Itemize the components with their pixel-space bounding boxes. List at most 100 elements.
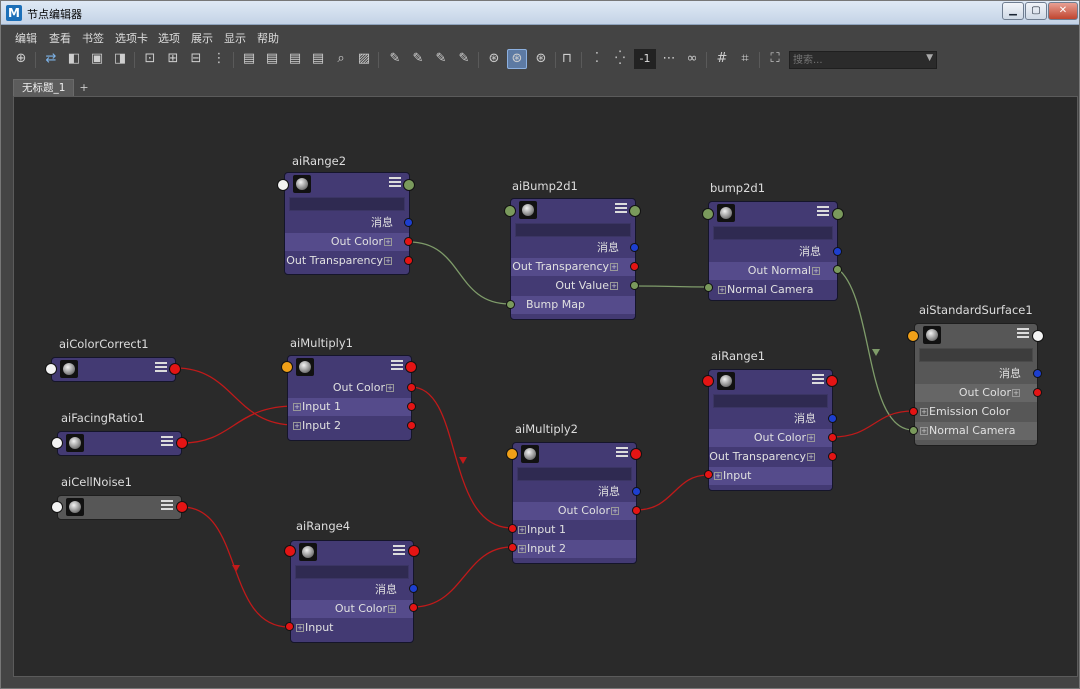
attr-input[interactable]: +Input xyxy=(709,467,832,485)
expand-icon[interactable]: + xyxy=(388,605,396,613)
attr-input[interactable]: +Input xyxy=(291,619,413,637)
port-message[interactable] xyxy=(630,243,639,252)
attr-out-normal[interactable]: Out Normal+ xyxy=(709,262,837,280)
attr-message[interactable]: 消息 xyxy=(999,367,1021,380)
node-name-field[interactable] xyxy=(517,467,632,481)
attr-out-color[interactable]: Out Color+ xyxy=(285,233,409,251)
attr-message[interactable]: 消息 xyxy=(799,245,821,258)
attr-out-color[interactable]: Out Color+ xyxy=(709,429,832,447)
pin-toggle-icon[interactable]: ✎ xyxy=(458,51,470,66)
node-body[interactable]: 消息 Out Color+ +Emission Color +Normal Ca… xyxy=(914,323,1038,446)
output-port[interactable] xyxy=(176,437,188,449)
input-port[interactable] xyxy=(51,437,63,449)
node-body[interactable] xyxy=(57,431,182,456)
network-icon[interactable]: ⊛ xyxy=(535,51,547,66)
maximize-button[interactable]: ▢ xyxy=(1025,2,1047,20)
search-input[interactable] xyxy=(793,53,913,67)
node-menu-icon[interactable] xyxy=(1017,328,1029,339)
port-input[interactable] xyxy=(704,470,713,479)
expand-icon[interactable]: + xyxy=(718,286,726,294)
pin-selected-icon[interactable]: ✎ xyxy=(389,51,401,66)
expand-icon[interactable]: + xyxy=(610,282,618,290)
attr-out-color[interactable]: Out Color+ xyxy=(915,384,1037,402)
node-menu-icon[interactable] xyxy=(161,500,173,511)
menu-options[interactable]: 选项 xyxy=(158,32,180,45)
expand-icon[interactable]: + xyxy=(1012,389,1020,397)
attr-emission-color[interactable]: +Emission Color xyxy=(915,403,1037,421)
graph-up-icon[interactable]: ⋯ xyxy=(662,51,676,66)
expand-icon[interactable]: + xyxy=(384,257,392,265)
port-message[interactable] xyxy=(828,414,837,423)
attr-input-2[interactable]: +Input 2 xyxy=(513,540,636,558)
attr-out-color[interactable]: Out Color+ xyxy=(291,600,413,618)
attr-bump-map[interactable]: Bump Map xyxy=(511,296,635,314)
custom-mode-icon[interactable]: ▤ xyxy=(311,51,325,66)
output-port[interactable] xyxy=(630,448,642,460)
arrange-graph-icon[interactable]: ⊞ xyxy=(167,51,179,66)
attr-out-transparency[interactable]: Out Transparency+ xyxy=(285,252,409,270)
input-output-connections-icon[interactable]: ⇄ xyxy=(45,51,57,66)
full-mode-icon[interactable]: ▤ xyxy=(288,51,302,66)
nodes-icon[interactable]: ⛶ xyxy=(770,51,780,66)
output-port[interactable] xyxy=(403,179,415,191)
menu-tabs[interactable]: 选项卡 xyxy=(115,32,148,45)
expand-icon[interactable]: + xyxy=(807,453,815,461)
grid-icon[interactable]: # xyxy=(716,51,728,66)
menu-view[interactable]: 查看 xyxy=(49,32,71,45)
node-name-field[interactable] xyxy=(295,565,409,579)
node-menu-icon[interactable] xyxy=(393,545,405,556)
expand-icon[interactable]: + xyxy=(611,507,619,515)
output-port[interactable] xyxy=(832,208,844,220)
menu-bookmarks[interactable]: 书签 xyxy=(82,32,104,45)
graph-updown-icon[interactable]: ⁛ xyxy=(614,51,626,66)
input-port[interactable] xyxy=(51,501,63,513)
graph-depth-field[interactable]: -1 xyxy=(634,49,656,69)
node-body[interactable] xyxy=(57,495,182,520)
node-body[interactable]: Out Color+ +Input 1 +Input 2 xyxy=(287,355,412,441)
expand-icon[interactable]: + xyxy=(293,422,301,430)
search-dropdown-icon[interactable]: ▼ xyxy=(926,53,933,63)
port-input[interactable] xyxy=(285,622,294,631)
attr-normal-camera[interactable]: +Normal Camera xyxy=(915,422,1037,440)
output-port[interactable] xyxy=(405,361,417,373)
add-selected-icon[interactable]: ⊕ xyxy=(15,51,27,66)
port-out-color[interactable] xyxy=(828,433,837,442)
node-body[interactable]: 消息 Out Color+ Out Transparency+ xyxy=(284,172,410,275)
graph-down-icon[interactable]: ⁚ xyxy=(594,51,600,66)
node-body[interactable]: 消息 Out Transparency+ Out Value+ Bump Map xyxy=(510,198,636,320)
port-out-color[interactable] xyxy=(632,506,641,515)
node-menu-icon[interactable] xyxy=(391,360,403,371)
expand-icon[interactable]: + xyxy=(610,263,618,271)
input-port[interactable] xyxy=(281,361,293,373)
node-menu-icon[interactable] xyxy=(615,203,627,214)
menu-help[interactable]: 帮助 xyxy=(257,32,279,45)
port-message[interactable] xyxy=(409,584,418,593)
port-out-color[interactable] xyxy=(1033,388,1042,397)
port-out-color[interactable] xyxy=(407,383,416,392)
node-name-field[interactable] xyxy=(713,226,833,240)
expand-icon[interactable]: + xyxy=(293,403,301,411)
expand-icon[interactable]: + xyxy=(920,408,928,416)
attr-normal-camera[interactable]: +Normal Camera xyxy=(709,281,837,299)
expand-icon[interactable]: + xyxy=(518,526,526,534)
attr-message[interactable]: 消息 xyxy=(794,412,816,425)
attr-out-color[interactable]: Out Color+ xyxy=(513,502,636,520)
search-box[interactable]: ▼ xyxy=(789,51,937,69)
port-out-color[interactable] xyxy=(404,237,413,246)
attr-message[interactable]: 消息 xyxy=(371,216,393,229)
port-emission-color[interactable] xyxy=(909,407,918,416)
node-body[interactable]: 消息 Out Color+ +Input 1 +Input 2 xyxy=(512,442,637,564)
expand-icon[interactable]: + xyxy=(518,545,526,553)
attr-input-1[interactable]: +Input 1 xyxy=(513,521,636,539)
node-body[interactable]: 消息 Out Color+ +Input xyxy=(290,540,414,643)
node-name-field[interactable] xyxy=(289,197,405,211)
port-out-transparency[interactable] xyxy=(828,452,837,461)
node-menu-icon[interactable] xyxy=(161,436,173,447)
search-node-icon[interactable]: ⌕ xyxy=(337,51,345,66)
expand-icon[interactable]: + xyxy=(386,384,394,392)
lock-icon[interactable]: ⊓ xyxy=(561,51,573,66)
graph-canvas[interactable]: aiRange2 消息 Out Color+ Out Transparency+… xyxy=(13,96,1078,677)
attr-message[interactable]: 消息 xyxy=(598,485,620,498)
attr-out-color[interactable]: Out Color+ xyxy=(288,379,411,397)
expand-icon[interactable]: + xyxy=(296,624,304,632)
